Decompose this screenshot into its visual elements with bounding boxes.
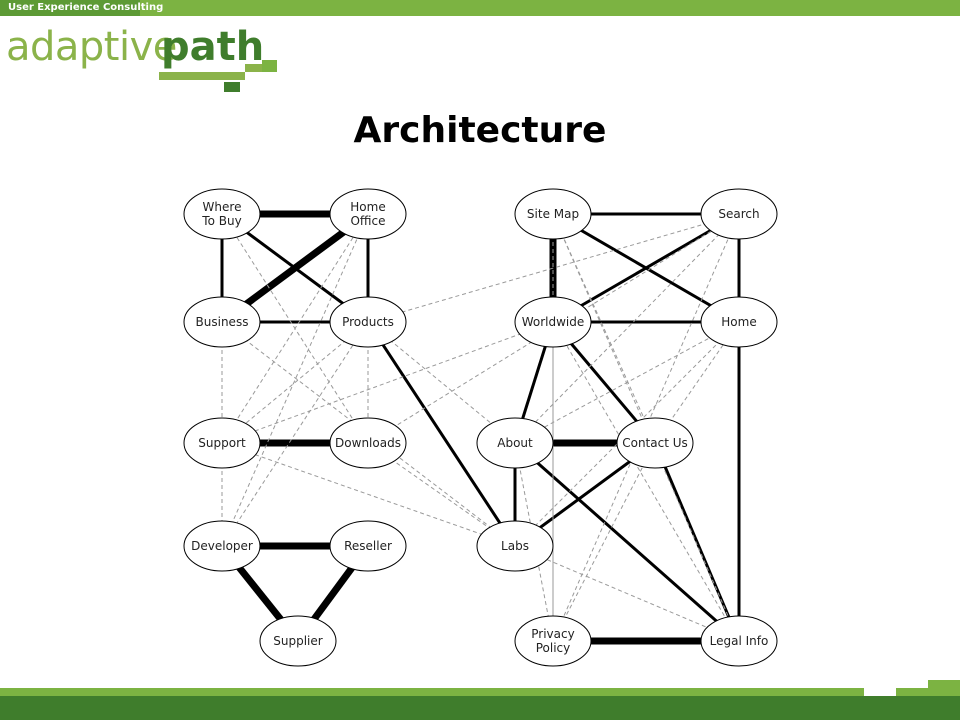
node-label-home: Home: [721, 315, 756, 329]
node-label-site-map: Site Map: [527, 207, 579, 221]
logo-block-2: [227, 72, 245, 80]
edge-products-to-labs: [366, 321, 517, 547]
node-label-business: Business: [196, 315, 249, 329]
node-label-about: About: [497, 436, 533, 450]
logo-word-adaptive: adaptive: [6, 24, 177, 70]
node-about: About: [476, 417, 554, 469]
node-contact-us: Contact Us: [616, 417, 694, 469]
logo-word-path: path: [161, 24, 265, 70]
node-label-support: Support: [198, 436, 246, 450]
edge-labs-to-legal-info: [514, 545, 740, 642]
logo-block-1: [159, 72, 227, 80]
header-tagline: User Experience Consulting: [8, 2, 164, 13]
node-reseller: Reseller: [329, 520, 407, 572]
node-label-developer: Developer: [191, 539, 253, 553]
node-ellipse-about: [476, 417, 554, 469]
node-ellipse-privacy-policy: [514, 615, 592, 667]
edge-home-office-to-developer: [221, 213, 369, 547]
node-label-downloads: Downloads: [335, 436, 401, 450]
edge-contact-us-to-legal-info: [653, 442, 741, 642]
node-ellipse-home: [700, 296, 778, 348]
node-support: Support: [183, 417, 261, 469]
footer-bar-notch: [864, 688, 896, 696]
node-label-where-to-buy: To Buy: [201, 214, 241, 228]
node-developer: Developer: [183, 520, 261, 572]
node-label-products: Products: [342, 315, 394, 329]
node-supplier: Supplier: [259, 615, 337, 667]
node-home: Home: [700, 296, 778, 348]
edge-about-to-legal-info: [514, 441, 740, 643]
node-ellipse-products: [329, 296, 407, 348]
adaptive-path-logo: adaptive path: [6, 24, 286, 96]
node-search: Search: [700, 188, 778, 240]
node-ellipse-contact-us: [616, 417, 694, 469]
header-bar-light-segment: [140, 0, 960, 16]
edge-labs-to-home: [514, 321, 740, 547]
node-ellipse-site-map: [514, 188, 592, 240]
node-label-privacy-policy: Policy: [536, 641, 571, 655]
node-downloads: Downloads: [329, 417, 407, 469]
node-ellipse-downloads: [329, 417, 407, 469]
header-bar-dark-segment: [0, 0, 140, 16]
edge-products-to-developer: [221, 321, 369, 547]
edge-products-to-search: [367, 213, 740, 323]
node-label-search: Search: [718, 207, 759, 221]
footer-bar-step: [928, 680, 960, 688]
node-ellipse-where-to-buy: [183, 188, 261, 240]
node-worldwide: Worldwide: [514, 296, 592, 348]
node-ellipse-developer: [183, 520, 261, 572]
node-label-supplier: Supplier: [273, 634, 323, 648]
header-bar: User Experience Consulting: [0, 0, 960, 16]
node-products: Products: [329, 296, 407, 348]
node-ellipse-business: [183, 296, 261, 348]
node-labs: Labs: [476, 520, 554, 572]
edge-support-to-labs: [221, 442, 516, 547]
node-business: Business: [183, 296, 261, 348]
node-label-home-office: Home: [350, 200, 385, 214]
edge-worldwide-to-legal-info: [552, 321, 740, 642]
node-ellipse-home-office: [329, 188, 407, 240]
node-label-privacy-policy: Privacy: [531, 627, 574, 641]
edge-products-to-about: [367, 321, 516, 444]
edge-contact-us-to-privacy-policy: [552, 442, 656, 642]
node-ellipse-supplier: [259, 615, 337, 667]
node-ellipse-worldwide: [514, 296, 592, 348]
edge-home-office-to-support: [221, 213, 369, 444]
page-title: Architecture: [353, 110, 607, 151]
edge-search-to-about: [514, 213, 740, 444]
logo-block-3: [245, 64, 262, 72]
node-label-reseller: Reseller: [344, 539, 392, 553]
logo-block-4: [262, 60, 277, 72]
node-ellipse-reseller: [329, 520, 407, 572]
edge-products-to-support: [221, 321, 369, 444]
node-ellipse-search: [700, 188, 778, 240]
footer-bar-light: [0, 688, 960, 696]
node-ellipse-support: [183, 417, 261, 469]
node-ellipse-labs: [476, 520, 554, 572]
logo-block-5: [224, 82, 240, 92]
node-label-where-to-buy: Where: [203, 200, 242, 214]
node-site-map: Site Map: [514, 188, 592, 240]
footer-bar-dark: [0, 696, 960, 720]
node-label-legal-info: Legal Info: [710, 634, 769, 648]
edge-support-to-worldwide: [221, 321, 554, 444]
node-legal-info: Legal Info: [700, 615, 778, 667]
node-label-labs: Labs: [501, 539, 529, 553]
node-label-worldwide: Worldwide: [522, 315, 585, 329]
edge-search-to-worldwide: [552, 212, 740, 324]
node-label-home-office: Office: [350, 214, 385, 228]
node-label-contact-us: Contact Us: [622, 436, 688, 450]
edge-home-to-about: [514, 321, 740, 444]
node-ellipse-legal-info: [700, 615, 778, 667]
